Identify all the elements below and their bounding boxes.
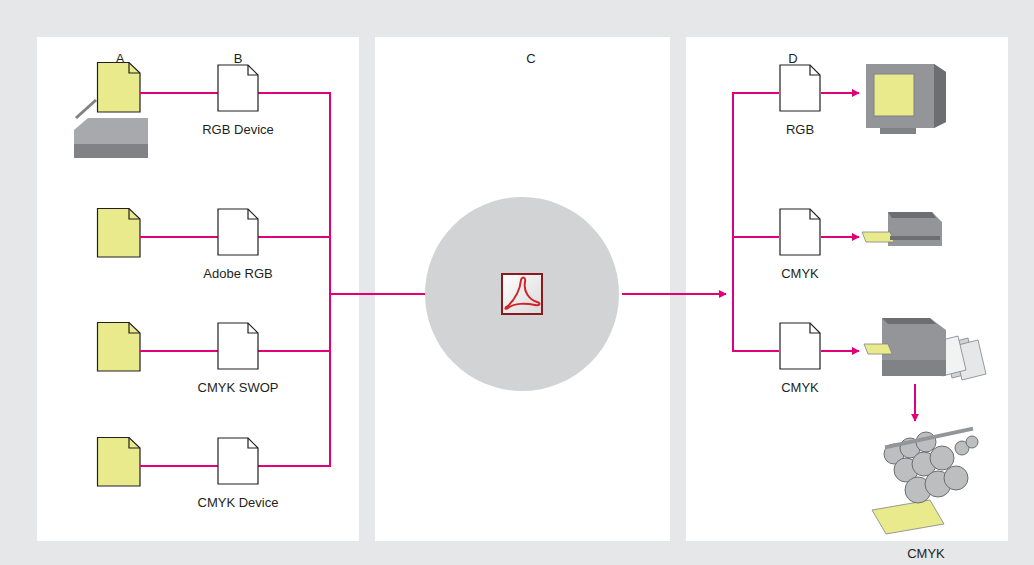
- column-letter: B: [234, 51, 243, 66]
- monitor-icon: [866, 64, 946, 134]
- pdf-icon: [502, 274, 542, 314]
- document-label: CMYK: [907, 546, 945, 561]
- document-label: RGB Device: [202, 122, 274, 137]
- document-icon: [779, 64, 821, 112]
- document-node: RGB: [779, 64, 821, 137]
- production-printer-icon: [864, 318, 986, 380]
- document-label: CMYK: [781, 380, 819, 395]
- document-label: CMYK Device: [198, 495, 279, 510]
- document-label: CMYK: [781, 266, 819, 281]
- document-node: CMYK Device: [198, 437, 279, 510]
- flow-line: [622, 92, 915, 421]
- panel: [375, 37, 670, 541]
- printer-icon: [862, 212, 942, 246]
- document-icon: [217, 64, 259, 112]
- document-node: CMYK: [779, 322, 821, 395]
- document-node: RGB Device: [202, 64, 274, 137]
- document-icon: [779, 322, 821, 370]
- document-icon: [217, 437, 259, 485]
- document-node: CMYK: [779, 208, 821, 281]
- flow-line: [140, 92, 436, 467]
- document-node: Adobe RGB: [203, 208, 272, 281]
- document-label: RGB: [786, 122, 814, 137]
- press-node: CMYK: [864, 424, 988, 561]
- document-icon: [217, 322, 259, 370]
- column-letter: A: [116, 51, 125, 66]
- panel: [686, 37, 1008, 541]
- document-node: CMYK SWOP: [198, 322, 279, 395]
- column-letter: D: [788, 51, 797, 66]
- source-document: [98, 63, 141, 487]
- document-icon: [779, 208, 821, 256]
- document-icon: [217, 208, 259, 256]
- document-label: Adobe RGB: [203, 266, 272, 281]
- panel: [37, 37, 359, 541]
- printing-press-icon: [864, 424, 988, 536]
- document-label: CMYK SWOP: [198, 380, 279, 395]
- pdf-hub-circle: [425, 197, 619, 391]
- column-letter: C: [526, 51, 535, 66]
